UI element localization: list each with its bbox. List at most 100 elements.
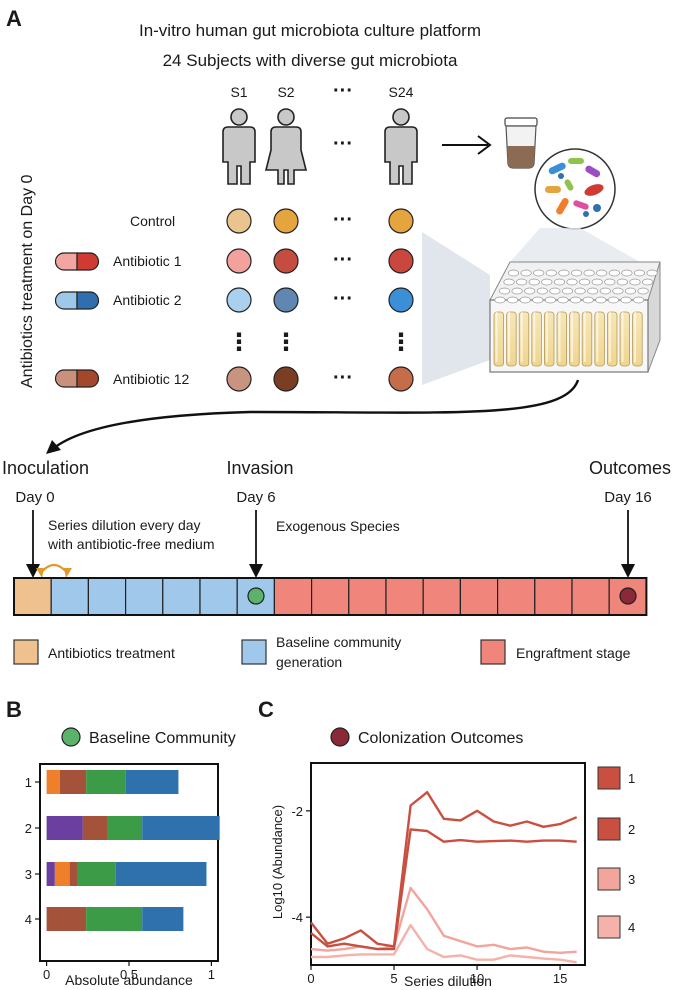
down-arrow-day16: [621, 510, 635, 578]
subject-label-s24: S24: [389, 84, 414, 100]
timeline-day-cell: [348, 577, 387, 616]
workflow-arrowhead: [46, 440, 61, 454]
stage-day-invasion: Day 6: [236, 489, 275, 506]
timeline-day-cell: [273, 577, 313, 616]
bar-x-tick-label: 1: [208, 967, 215, 982]
bar-segment: [46, 907, 87, 931]
antibiotic-1-pill-icon: [54, 252, 100, 271]
culture-well-antibiotic12-s24: [388, 366, 414, 392]
bar-segment: [86, 907, 143, 931]
bar-segment: [46, 770, 60, 794]
legend-label-series-2: 2: [628, 822, 635, 837]
line-x-tick-label: 10: [470, 971, 484, 986]
legend-label-baseline-line2: generation: [276, 654, 342, 670]
timeline-day-cell: [497, 577, 536, 616]
bar-segment: [125, 770, 179, 794]
row-ellipsis: ···: [333, 367, 353, 389]
line-chart-ylabel: Log10 (Abundance): [270, 805, 285, 919]
line-y-tick-label: -4: [291, 910, 303, 925]
bar-segment: [142, 816, 220, 840]
dilution-arrowhead-left: [36, 568, 44, 578]
plate-well: [493, 311, 505, 367]
arrow-to-sample: [442, 135, 492, 155]
exogenous-species-label: Exogenous Species: [276, 518, 400, 534]
series-line-2: [310, 828, 577, 951]
treatment-row-antibiotic-2: Antibiotic 2 ···: [54, 287, 414, 313]
bar-segment: [59, 770, 87, 794]
culture-well-antibiotic1-s2: [273, 248, 299, 274]
panel-a-subtitle: 24 Subjects with diverse gut microbiota: [163, 51, 458, 70]
timeline-day-cell: [534, 577, 573, 616]
plate-well: [531, 311, 542, 367]
antibiotics-side-label: Antibiotics treatment on Day 0: [19, 174, 36, 388]
legend-label-series-1: 1: [628, 771, 635, 786]
dilution-arrowhead-right: [64, 568, 72, 578]
culture-plate-icon: [489, 261, 661, 373]
dilution-cycle-arrow-icon: [39, 563, 69, 575]
bar-category-label: 1: [25, 775, 32, 790]
panel-a-title: In-vitro human gut microbiota culture pl…: [139, 21, 481, 40]
stool-sample-jar-icon: [504, 117, 538, 169]
dilution-note-line1: Series dilution every day: [48, 517, 201, 533]
legend-swatch-engraftment: [480, 639, 506, 665]
timeline-day-cell: [199, 577, 238, 616]
row-ellipsis: ···: [333, 209, 353, 231]
row-ellipsis: ···: [333, 288, 353, 310]
bar-segment: [46, 816, 83, 840]
vertical-ellipsis-s24: ⋮: [389, 329, 413, 356]
series-line-4: [311, 923, 577, 964]
culture-well-control-s1: [226, 208, 252, 234]
treatment-row-control: Control ···: [130, 208, 414, 234]
subject-label-s2: S2: [277, 84, 294, 100]
vertical-ellipsis-s2: ⋮: [274, 329, 298, 356]
culture-well-antibiotic12-s2: [273, 366, 299, 392]
timeline-bar: [13, 577, 648, 616]
timeline-day-cell: [571, 577, 610, 616]
timeline-day-cell: [13, 577, 52, 616]
bar-segment: [107, 816, 143, 840]
line-y-tick-label: -2: [291, 804, 303, 819]
zoom-projection: [422, 232, 490, 385]
stage-title-outcomes: Outcomes: [589, 458, 671, 478]
subject-ellipsis: ···: [333, 80, 353, 102]
down-arrow-day0: [26, 510, 40, 578]
person-ellipsis: ···: [333, 133, 353, 155]
timeline-day-cell: [385, 577, 424, 616]
plate-well: [632, 311, 643, 367]
legend-swatch-series-4: [597, 915, 621, 939]
bar-segment: [115, 862, 207, 886]
panel-b-title: Baseline Community: [89, 730, 236, 747]
bar-segment: [82, 816, 108, 840]
bar-x-tick-label: 0.5: [120, 967, 138, 982]
treatment-row-antibiotic-1: Antibiotic 1 ···: [54, 248, 414, 274]
bar-segment: [46, 862, 55, 886]
timeline-day-cell: [162, 577, 201, 616]
plate-well: [581, 311, 593, 367]
row-ellipsis: ···: [333, 249, 353, 271]
timeline-day-cell: [87, 577, 127, 616]
plate-well: [518, 311, 530, 367]
colonization-outcome-marker: [619, 587, 637, 605]
bar-segment: [69, 862, 78, 886]
bar-category-label: 4: [25, 912, 32, 927]
antibiotic-12-pill-icon: [54, 369, 100, 388]
plate-well: [569, 311, 580, 367]
panel-c-label: C: [258, 697, 274, 722]
line-x-tick-label: 0: [307, 971, 314, 986]
culture-well-antibiotic1-s24: [388, 248, 414, 274]
microbes-icon: [534, 148, 616, 230]
culture-well-antibiotic1-s1: [226, 248, 252, 274]
stage-title-invasion: Invasion: [226, 458, 293, 478]
plate-well: [594, 311, 605, 367]
culture-well-control-s24: [388, 208, 414, 234]
bar-segment: [142, 907, 184, 931]
down-arrow-day6: [249, 510, 263, 578]
series-line-3: [310, 886, 577, 954]
vertical-ellipsis-s1: ⋮: [227, 329, 251, 356]
legend-label-series-3: 3: [628, 872, 635, 887]
line-chart-frame: [310, 762, 586, 966]
bar-segment: [54, 862, 70, 886]
treatment-row-antibiotic-12: Antibiotic 12 ···: [54, 366, 414, 392]
